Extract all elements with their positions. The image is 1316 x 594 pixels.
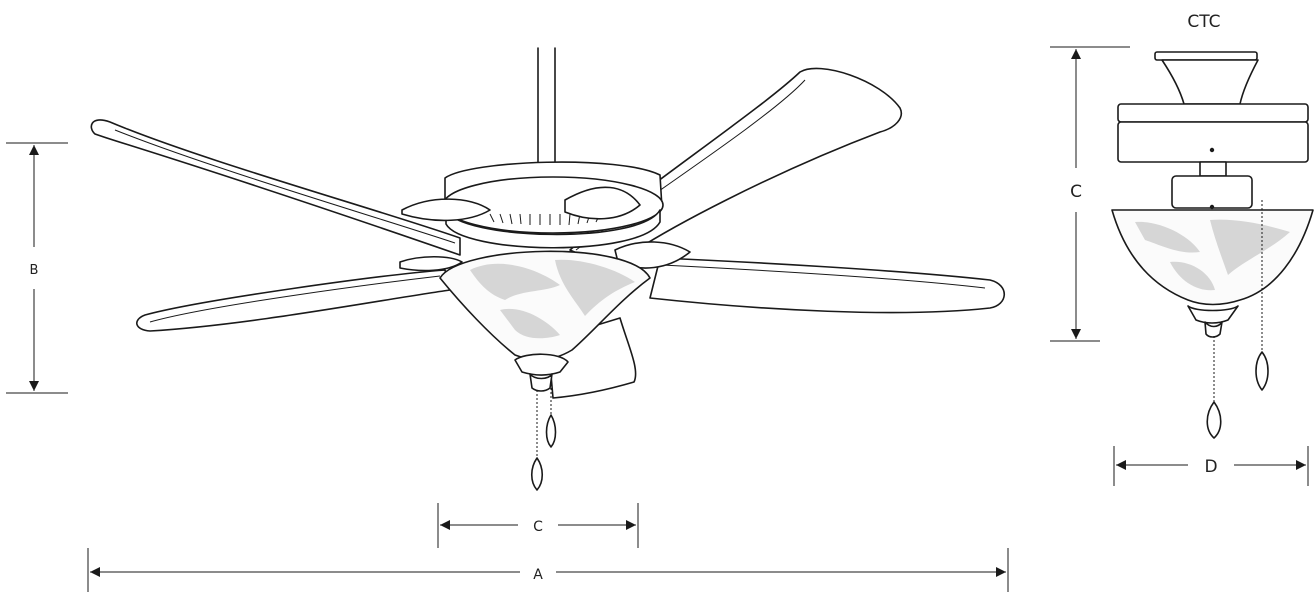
canopy bbox=[1154, 51, 1259, 105]
dimension-label-a: A bbox=[533, 567, 543, 583]
pull-chains bbox=[530, 380, 557, 491]
side-motor bbox=[1117, 103, 1309, 163]
blade-front-right bbox=[649, 257, 1006, 314]
dimension-d: D bbox=[1113, 446, 1309, 486]
dimension-label-c-vertical: C bbox=[1070, 182, 1082, 202]
switch-housing bbox=[1171, 161, 1253, 210]
downrod bbox=[537, 47, 556, 166]
dimension-label-b: B bbox=[30, 263, 39, 278]
fan-front-view bbox=[90, 47, 1006, 491]
dimension-c-horizontal: C bbox=[437, 503, 639, 548]
dimension-b: B bbox=[6, 142, 68, 394]
dimension-a: A bbox=[87, 548, 1009, 592]
dimension-label-c: C bbox=[533, 519, 543, 535]
side-view-title: CTC bbox=[1187, 12, 1220, 32]
blade-irons bbox=[399, 186, 691, 272]
side-glass-bowl bbox=[1111, 209, 1314, 306]
dimension-label-d: D bbox=[1204, 457, 1217, 477]
blade-back-left bbox=[90, 119, 461, 256]
glass-bowl bbox=[439, 250, 651, 361]
dimension-c-vertical: C bbox=[1050, 46, 1130, 342]
finial bbox=[514, 353, 569, 392]
blade-front-left bbox=[136, 269, 451, 332]
fan-side-view: CTC bbox=[1111, 12, 1314, 439]
side-pull-chains bbox=[1206, 200, 1269, 439]
side-finial bbox=[1187, 305, 1239, 338]
